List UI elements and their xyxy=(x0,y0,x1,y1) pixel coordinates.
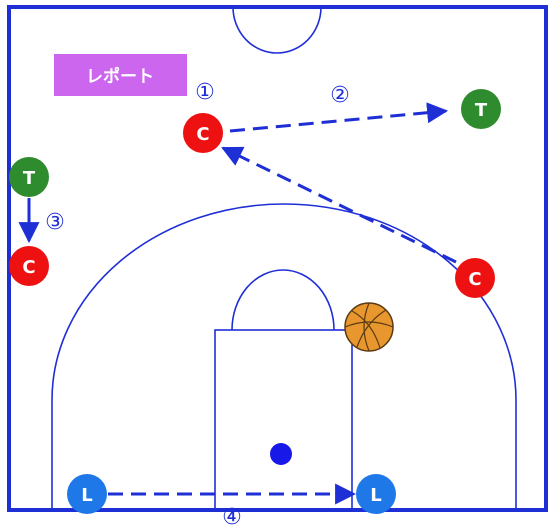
player-letter: L xyxy=(370,485,381,506)
player-l-left: L xyxy=(67,474,107,514)
report-badge-label: レポート xyxy=(86,66,154,87)
player-c-left: C xyxy=(9,246,49,286)
player-letter: T xyxy=(475,100,488,121)
player-letter: C xyxy=(468,269,481,290)
player-letter: T xyxy=(23,168,36,189)
player-c-top: C xyxy=(183,113,223,153)
player-l-right: L xyxy=(356,474,396,514)
step-label-4: ④ xyxy=(222,505,242,526)
player-c-wing: C xyxy=(455,258,495,298)
player-letter: C xyxy=(196,124,209,145)
step-label-2: ② xyxy=(330,83,350,108)
center-circle xyxy=(232,6,322,54)
free-throw-lane xyxy=(214,329,353,511)
player-t-left: T xyxy=(9,157,49,197)
lane-dot xyxy=(270,443,292,465)
player-letter: L xyxy=(81,485,92,506)
player-letter: C xyxy=(22,257,35,278)
arrow-pass-2 xyxy=(229,102,449,133)
report-badge xyxy=(54,54,187,96)
basketball-icon xyxy=(344,302,394,352)
three-point-line xyxy=(51,203,517,510)
arrow-cut-1 xyxy=(221,146,457,264)
player-t-right: T xyxy=(461,89,501,129)
step-label-1: ① xyxy=(195,80,215,105)
step-label-3: ③ xyxy=(45,210,65,235)
free-throw-circle xyxy=(231,269,335,331)
